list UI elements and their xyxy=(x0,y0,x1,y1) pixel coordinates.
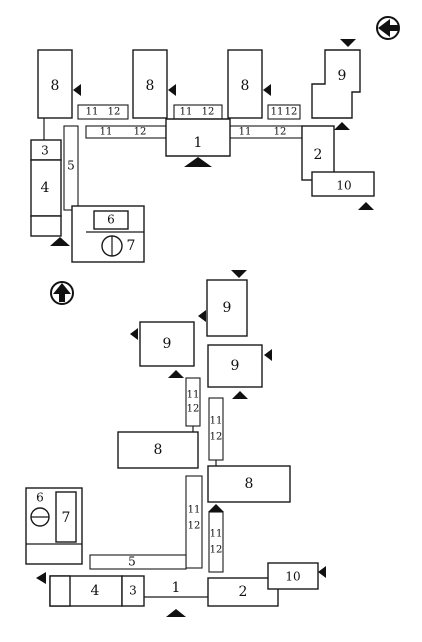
room-1-lower-label: 1 xyxy=(172,580,181,596)
room-5 xyxy=(63,125,79,211)
corridor-label-12: 12 xyxy=(285,107,298,118)
entrance-arrow-icon xyxy=(50,237,70,246)
room-5-lower xyxy=(89,554,187,570)
room-8-left xyxy=(117,431,199,469)
room-10-label: 10 xyxy=(336,179,351,193)
corridor-label-11: 11 xyxy=(180,107,193,118)
room-4-lower-label: 4 xyxy=(91,583,100,599)
room-10 xyxy=(311,171,375,197)
room-8-c-label: 8 xyxy=(241,78,250,94)
room-6-label: 6 xyxy=(36,491,44,505)
entrance-arrow-icon xyxy=(198,310,206,322)
corridor-11-12-a xyxy=(77,104,129,120)
room-7-label: 7 xyxy=(127,238,136,254)
corridor-label-12: 12 xyxy=(202,107,215,118)
entrance-arrow-icon xyxy=(36,572,46,584)
entrance-arrow-icon xyxy=(340,39,356,47)
room-1-label: 1 xyxy=(194,135,203,151)
room-10-lower-label: 10 xyxy=(285,570,300,584)
room-8-left-label: 8 xyxy=(154,442,163,458)
entrance-arrow-icon xyxy=(184,157,212,167)
room-2 xyxy=(301,125,335,181)
room-9-left xyxy=(139,321,195,367)
top-plan: 8 8 8 11 12 11 12 11 12 11 12 11 12 1 xyxy=(30,16,400,263)
room-6-label: 6 xyxy=(107,213,115,227)
corridor-label-12: 12 xyxy=(108,107,121,118)
corridor-11-12-c xyxy=(267,104,301,120)
corridor-label-12: 12 xyxy=(134,127,147,138)
room-4-label: 4 xyxy=(41,180,50,196)
entrance-arrow-icon xyxy=(334,122,350,130)
corridor-11-12-f xyxy=(185,475,203,569)
corridor-label-11: 11 xyxy=(187,390,200,401)
room-8-b xyxy=(132,49,168,119)
room-9-right-label: 9 xyxy=(231,358,240,374)
entrance-arrow-icon xyxy=(263,84,271,96)
corridor-label-11: 11 xyxy=(188,505,201,516)
room-3-lower xyxy=(121,575,145,607)
room-7 xyxy=(55,491,77,543)
room-9-top xyxy=(311,49,361,119)
bottom-plan: 9 9 9 11 12 11 12 8 8 11 12 11 12 xyxy=(25,270,326,617)
room-4-annex xyxy=(30,215,62,237)
corridor-label-11: 11 xyxy=(210,416,223,427)
room-9-upper-label: 9 xyxy=(223,300,232,316)
entrance-arrow-icon xyxy=(318,566,326,578)
room-1 xyxy=(165,118,231,157)
entrance-arrow-icon xyxy=(231,270,247,278)
room-9-upper xyxy=(206,279,248,337)
room-9-right xyxy=(207,344,263,388)
north-arrow-icon xyxy=(50,281,74,305)
corridor-label-11: 11 xyxy=(210,529,223,540)
entrance-arrow-icon xyxy=(168,84,176,96)
corridor-label-12: 12 xyxy=(188,521,201,532)
corridor-label-11: 11 xyxy=(239,127,252,138)
room-3-label: 3 xyxy=(41,144,49,158)
room-8-a-label: 8 xyxy=(51,78,60,94)
corridor-label-11: 11 xyxy=(86,107,99,118)
room-8-right-label: 8 xyxy=(245,476,254,492)
entrance-arrow-icon xyxy=(264,349,272,361)
room-8-c xyxy=(227,49,263,119)
entrance-arrow-icon xyxy=(358,202,374,210)
room-2-label: 2 xyxy=(314,147,323,163)
room-5-lower-label: 5 xyxy=(128,555,136,569)
room-2-lower xyxy=(207,577,279,607)
corridor-label-12: 12 xyxy=(210,432,223,443)
corridor-label-11: 11 xyxy=(271,107,284,118)
north-arrow-icon xyxy=(376,16,400,40)
room-7-label: 7 xyxy=(62,510,71,526)
room-9-top-label: 9 xyxy=(338,68,347,84)
entrance-arrow-icon xyxy=(166,609,186,617)
room-4 xyxy=(30,159,62,217)
corridor-11-12-d xyxy=(185,377,201,427)
corridor-11-12-e xyxy=(208,397,224,461)
room-6 xyxy=(93,210,129,230)
entrance-arrow-icon xyxy=(168,370,184,378)
main-corridor-top xyxy=(85,125,167,139)
room-8-right xyxy=(207,465,291,503)
room-10-lower xyxy=(267,562,319,590)
room-2-lower-label: 2 xyxy=(239,584,248,600)
entrance-arrow-icon xyxy=(73,84,81,96)
corridor-label-11: 11 xyxy=(100,127,113,138)
room-3-lower-label: 3 xyxy=(129,584,137,598)
room-5-label: 5 xyxy=(67,159,75,173)
room-4-lower-annex xyxy=(49,575,71,607)
corridor-label-12: 12 xyxy=(274,127,287,138)
entrance-arrow-icon xyxy=(130,328,138,340)
entrance-arrow-icon xyxy=(208,504,224,512)
room-8-a xyxy=(37,49,73,119)
corridor-label-12: 12 xyxy=(210,545,223,556)
room-8-b-label: 8 xyxy=(146,78,155,94)
entrance-arrow-icon xyxy=(232,391,248,399)
room-9-left-label: 9 xyxy=(163,336,172,352)
corridor-label-12: 12 xyxy=(187,404,200,415)
corridor-11-12-g xyxy=(208,511,224,573)
